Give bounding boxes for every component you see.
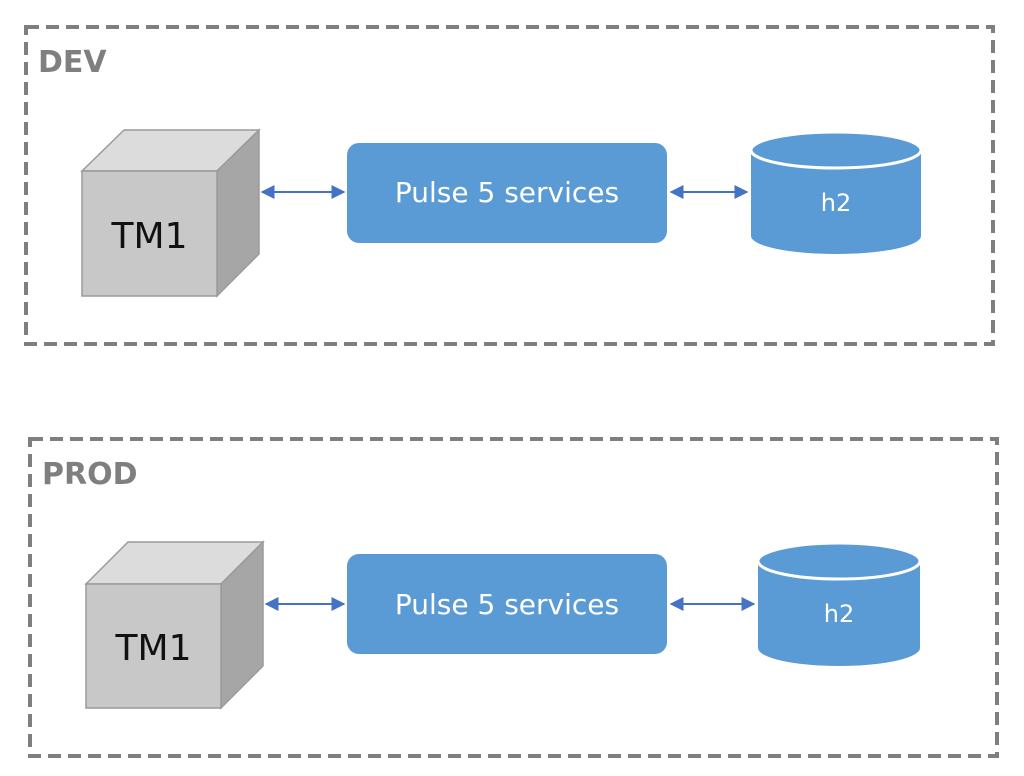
database-body	[751, 150, 921, 254]
database-top	[749, 130, 923, 170]
environment-label: DEV	[38, 45, 107, 80]
service-box-shape	[347, 143, 667, 243]
database-cylinder: h2	[756, 541, 922, 666]
database-label: h2	[821, 189, 851, 217]
server-cube: TM1	[80, 128, 261, 298]
database-body	[758, 561, 920, 666]
environment-prod: PROD TM1 Pulse 5 services h2	[28, 437, 999, 758]
environment-frame	[24, 25, 995, 346]
service-box: Pulse 5 services	[347, 554, 667, 654]
server-label: TM1	[115, 628, 192, 669]
database-top	[756, 541, 922, 581]
service-label: Pulse 5 services	[395, 588, 619, 621]
cube-front-face	[81, 170, 218, 297]
service-box: Pulse 5 services	[347, 143, 667, 243]
environment-dev: DEV TM1 Pulse 5 services h2	[24, 25, 995, 346]
server-cube: TM1	[84, 540, 265, 710]
database-label: h2	[824, 600, 854, 628]
service-label: Pulse 5 services	[395, 176, 619, 209]
server-label: TM1	[111, 216, 188, 257]
environment-frame	[28, 437, 999, 758]
environment-label: PROD	[42, 457, 138, 492]
service-box-shape	[347, 554, 667, 654]
database-cylinder: h2	[749, 130, 923, 254]
cube-front-face	[85, 583, 222, 709]
